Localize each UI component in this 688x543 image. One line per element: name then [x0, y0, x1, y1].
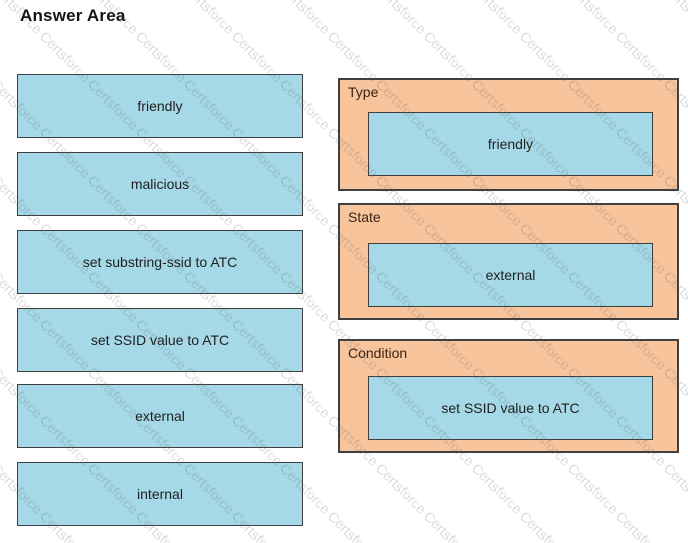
watermark-text: Certsforce: [372, 460, 430, 517]
answer-type[interactable]: friendly: [368, 112, 653, 176]
watermark-text: Certsforce: [516, 28, 574, 85]
watermark-text: Certsforce: [180, 0, 238, 37]
drop-target-state-label: State: [348, 209, 381, 225]
drop-target-state[interactable]: State external: [338, 203, 679, 320]
option-external[interactable]: external: [17, 384, 303, 448]
watermark-text: Certsforce: [276, 0, 334, 37]
option-set-substring-ssid[interactable]: set substring-ssid to ATC: [17, 230, 303, 294]
watermark-text: Certsforce: [564, 460, 622, 517]
watermark-text: Certsforce: [420, 508, 478, 543]
watermark-text: Certsforce: [468, 460, 526, 517]
page-title: Answer Area: [20, 6, 126, 25]
watermark-text: Certsforce: [564, 0, 622, 37]
answer-state[interactable]: external: [368, 243, 653, 307]
drop-target-type-label: Type: [348, 84, 379, 100]
answer-condition[interactable]: set SSID value to ATC: [368, 376, 653, 440]
option-friendly[interactable]: friendly: [17, 74, 303, 138]
watermark-text: Certsforce: [468, 0, 526, 37]
option-malicious[interactable]: malicious: [17, 152, 303, 216]
watermark-text: Certsforce: [612, 508, 670, 543]
watermark-text: Certsforce: [420, 28, 478, 85]
drop-target-condition[interactable]: Condition set SSID value to ATC: [338, 339, 679, 453]
watermark-text: Certsforce: [372, 0, 430, 37]
watermark-text: Certsforce: [324, 28, 382, 85]
option-internal[interactable]: internal: [17, 462, 303, 526]
drop-target-condition-label: Condition: [348, 345, 408, 361]
watermark-text: Certsforce: [660, 460, 688, 517]
watermark-text: Certsforce: [516, 508, 574, 543]
option-set-ssid-value[interactable]: set SSID value to ATC: [17, 308, 303, 372]
watermark-text: Certsforce: [612, 28, 670, 85]
drop-target-type[interactable]: Type friendly: [338, 78, 679, 191]
watermark-text: Certsforce: [324, 508, 382, 543]
watermark-text: Certsforce: [660, 0, 688, 37]
